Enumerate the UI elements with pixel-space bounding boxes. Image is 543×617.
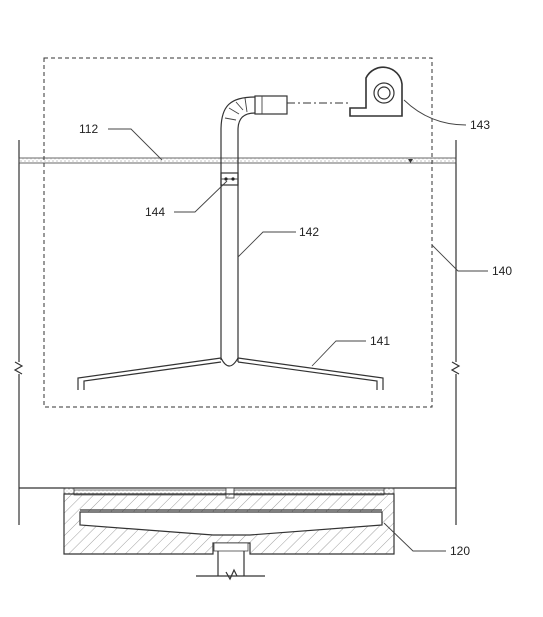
ref-label-143: 143 [470, 118, 490, 132]
leader-143 [403, 99, 467, 126]
ref-label-112: 112 [79, 122, 98, 136]
blower-icon [349, 66, 403, 117]
vertical-pipe [220, 95, 288, 362]
tank-left-wall [13, 140, 24, 525]
leader-141 [311, 340, 366, 367]
leader-144 [174, 180, 228, 213]
ref-label-140: 140 [492, 264, 512, 278]
pipe-coupling [220, 172, 239, 186]
leader-140 [431, 244, 488, 272]
leader-112 [108, 128, 163, 161]
ref-label-120: 120 [450, 544, 470, 558]
leader-120 [383, 522, 446, 552]
ref-label-142: 142 [299, 225, 319, 239]
enclosure-boundary [43, 57, 433, 408]
ref-label-144: 144 [145, 205, 165, 219]
distributor-arms [77, 357, 384, 390]
base-foundation [63, 487, 395, 581]
tank-right-wall [450, 140, 461, 525]
ref-label-141: 141 [370, 334, 390, 348]
leader-142 [237, 231, 296, 258]
